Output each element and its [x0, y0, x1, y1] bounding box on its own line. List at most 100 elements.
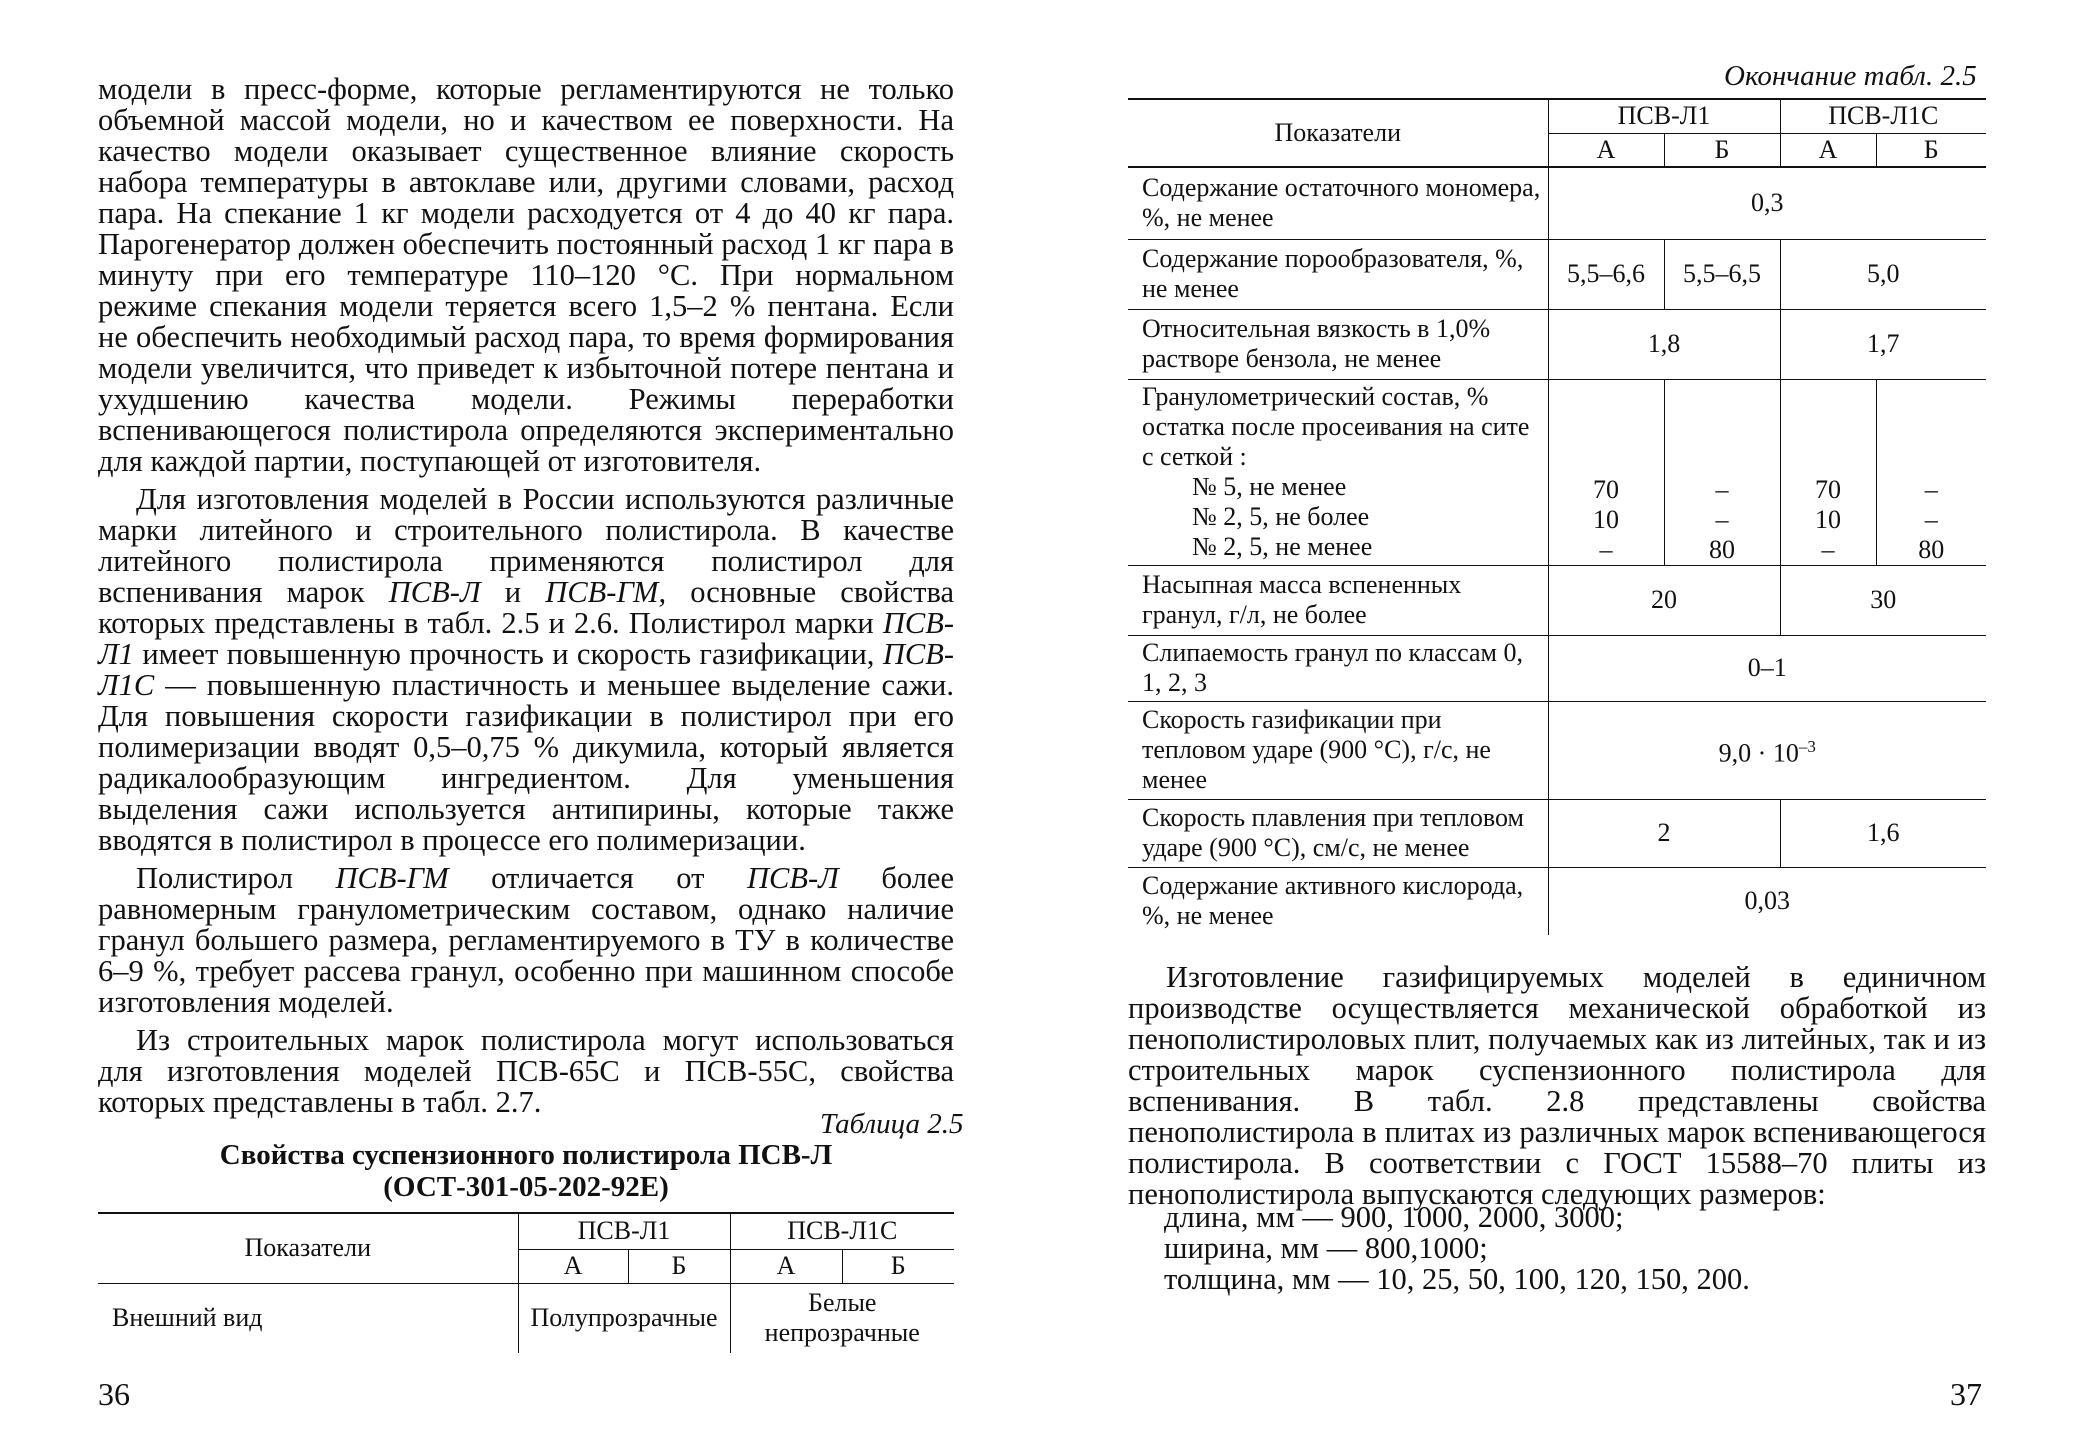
list-item: длина, мм — 900, 1000, 2000, 3000;: [1164, 1200, 1624, 1234]
list-item: ширина, мм — 800,1000;: [1164, 1231, 1488, 1265]
row-value: 9,0 · 10–3: [1548, 701, 1986, 799]
paragraph-1: модели в пресс-форме, которые регламенти…: [98, 72, 954, 478]
text-span: — повышенную пластичность и меньшее выде…: [98, 668, 954, 857]
sieve-2-5-max: № 2, 5, не более: [1192, 501, 1370, 531]
list-item: толщина, мм — 10, 25, 50, 100, 120, 150,…: [1164, 1262, 1750, 1296]
row-label-text: Гранулометрический состав, % остатка пос…: [1142, 381, 1530, 471]
table-row: Насыпная масса вспененных гранул, г/л, н…: [1128, 565, 1986, 635]
cell-value: 70: [1815, 474, 1841, 504]
table-row: Скорость плавления при тепловом ударе (9…: [1128, 799, 1986, 867]
table-row: Слипаемость гранул по классам 0, 1, 2, 3…: [1128, 635, 1986, 701]
header-indicators: Показатели: [98, 1213, 519, 1283]
table-row: Содержание остаточного мономера, %, не м…: [1128, 167, 1986, 239]
header-a: А: [730, 1249, 843, 1283]
text-span: основные свойства которых представлены в…: [98, 575, 955, 640]
header-psv-l1: ПСВ-Л1: [518, 1213, 731, 1250]
cell-value: –: [1924, 504, 1938, 534]
properties-table-start: Показатели ПСВ-Л1 ПСВ-Л1С А Б А Б Внешни…: [98, 1212, 954, 1353]
sieve-5-min: № 5, не менее: [1192, 471, 1347, 501]
row-value: 5,0: [1867, 259, 1900, 288]
table-caption: Таблица 2.5: [820, 1108, 964, 1140]
page-number: 36: [98, 1376, 130, 1412]
row-value: 2: [1548, 799, 1781, 867]
grade-psv-l1: ПСВ-Л1: [98, 606, 954, 671]
header-b: Б: [1923, 134, 1939, 164]
row-label: Содержание активного кислорода, %, не ме…: [1128, 867, 1549, 935]
row-value: 0,3: [1751, 188, 1784, 218]
cell-value: 10: [1593, 504, 1619, 534]
text-span: Полистирол: [136, 861, 336, 895]
cell-value: 80: [1918, 534, 1945, 564]
gasification-rate: 9,0 · 10: [1718, 738, 1799, 768]
table-title-line-2: (ОСТ-301-05-202-92Е): [383, 1171, 669, 1203]
cell-value: –: [1715, 474, 1729, 504]
header-b: Б: [1664, 133, 1781, 167]
table-row: Относительная вязкость в 1,0% растворе б…: [1128, 309, 1986, 379]
header-indicators: Показатели: [1128, 99, 1549, 167]
row-value: ––80: [1876, 379, 1986, 565]
header-psv-l1: ПСВ-Л1: [1548, 99, 1781, 134]
header-psv-l1c: ПСВ-Л1С: [730, 1213, 954, 1250]
header-b: Б: [890, 1251, 906, 1280]
paragraph: Изготовление газифицируемых моделей в ед…: [1128, 960, 1986, 1211]
cell-value: 80: [1709, 534, 1735, 564]
paragraph-2: Для изготовления моделей в России исполь…: [98, 484, 954, 856]
row-label: Скорость плавления при тепловом ударе (9…: [1128, 799, 1549, 867]
row-value: 30: [1870, 585, 1897, 614]
row-value: 5,5–6,5: [1664, 239, 1781, 309]
paragraph-3: Полистирол ПСВ-ГМ отличается от ПСВ-Л бо…: [98, 863, 954, 1018]
right-body-text: Изготовление газифицируемых моделей в ед…: [1128, 962, 1986, 1210]
table-row: Содержание порообразователя, %, не менее…: [1128, 239, 1986, 309]
row-value: 0–1: [1747, 653, 1787, 682]
text-span: и: [480, 575, 546, 609]
row-label: Слипаемость гранул по классам 0, 1, 2, 3: [1128, 635, 1549, 701]
table-row: Содержание активного кислорода, %, не ме…: [1128, 867, 1986, 935]
exponent: –3: [1798, 736, 1816, 756]
cell-value: –: [1715, 504, 1729, 534]
row-value: ––80: [1664, 379, 1781, 565]
table-row: Гранулометрический состав, % остатка пос…: [1128, 379, 1986, 565]
cell-value: –: [1821, 534, 1835, 564]
properties-table-end: Показатели ПСВ-Л1 ПСВ-Л1С А Б А Б Содерж…: [1128, 98, 1986, 935]
row-value: 1,7: [1867, 329, 1900, 358]
text-span: имеет повышенную прочность и скорость га…: [133, 637, 883, 671]
grade-psv-gm: ПСВ-ГМ,: [545, 575, 667, 609]
grade-psv-l1c: ПСВ-Л1С: [98, 637, 954, 702]
table-title-line-1: Свойства суспензионного полистирола ПСВ-…: [219, 1139, 833, 1171]
paragraph-4: Из строительных марок полистирола могут …: [98, 1023, 954, 1119]
table-caption: Окончание табл. 2.5: [1724, 60, 1977, 92]
text-span: более равномерным гранулометрическим сос…: [98, 861, 954, 1019]
row-value-line: Белые: [808, 1288, 877, 1318]
row-value: 5,5–6,6: [1548, 239, 1665, 309]
grade-psv-l: ПСВ-Л: [388, 575, 481, 609]
left-page: модели в пресс-форме, которые регламенти…: [98, 74, 964, 1412]
text-span: Для изготовления моделей в России исполь…: [98, 482, 954, 609]
table-row: Скорость газификации при тепловом ударе …: [1128, 701, 1986, 799]
row-label: Содержание остаточного мономера, %, не м…: [1128, 167, 1549, 239]
header-a: А: [1548, 133, 1665, 167]
cell-value: 70: [1593, 474, 1619, 504]
row-label: Внешний вид: [98, 1283, 519, 1353]
row-value-line: непрозрачные: [764, 1318, 920, 1348]
grade-psv-l: ПСВ-Л: [746, 861, 839, 895]
grade-psv-gm: ПСВ-ГМ: [335, 861, 449, 895]
row-label: Содержание порообразователя, %, не менее: [1128, 239, 1549, 309]
header-psv-l1c: ПСВ-Л1С: [1780, 99, 1986, 134]
header-b: Б: [628, 1249, 731, 1283]
row-value: 0,03: [1744, 886, 1791, 916]
row-label: Относительная вязкость в 1,0% растворе б…: [1128, 309, 1549, 379]
cell-value: –: [1924, 474, 1938, 504]
row-label: Гранулометрический состав, % остатка пос…: [1128, 379, 1549, 565]
row-value: Полупрозрачные: [518, 1283, 731, 1353]
left-body-text: модели в пресс-форме, которые регламенти…: [98, 74, 954, 1125]
text-span: отличается от: [448, 861, 747, 895]
size-list: длина, мм — 900, 1000, 2000, 3000; ширин…: [1164, 1202, 1750, 1295]
row-value: 1,8: [1548, 309, 1781, 379]
row-label: Скорость газификации при тепловом ударе …: [1128, 701, 1549, 799]
page-number: 37: [1950, 1376, 1982, 1412]
cell-value: 10: [1815, 504, 1841, 534]
header-a: А: [518, 1249, 629, 1283]
row-value: 20: [1548, 565, 1781, 635]
